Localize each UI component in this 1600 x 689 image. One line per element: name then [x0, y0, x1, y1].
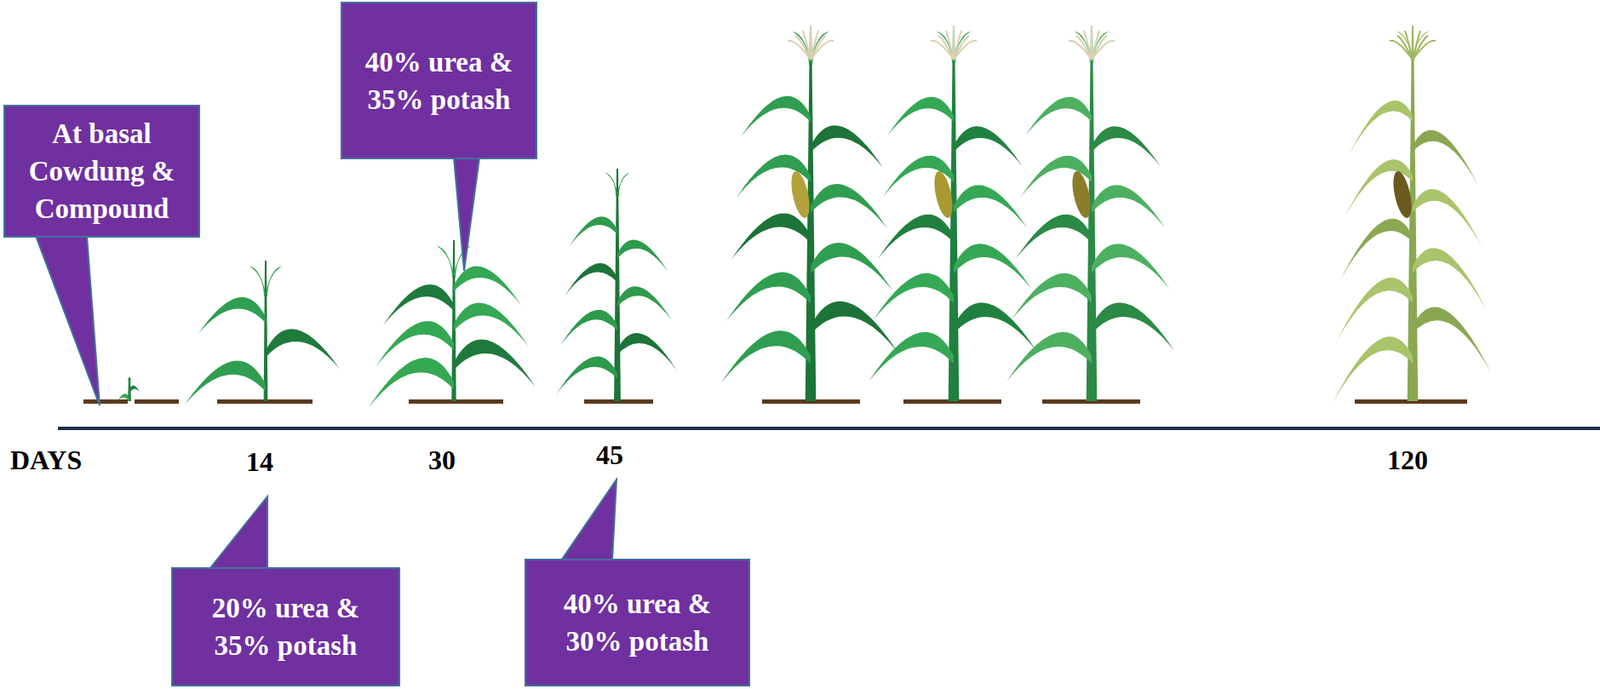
- callout-text: At basal Cowdung & Compound: [15, 114, 189, 228]
- maize-plant: [368, 240, 536, 408]
- day-mark: 14: [246, 446, 274, 477]
- soil-bar: [83, 399, 128, 404]
- callout-text: 20% urea & 35% potash: [183, 589, 389, 665]
- callout-box: 40% urea & 35% potash: [340, 1, 538, 160]
- callout-tail: [561, 479, 617, 561]
- callout-box: 40% urea & 30% potash: [524, 558, 751, 687]
- day-mark: 120: [1387, 444, 1428, 476]
- callout-tail: [453, 157, 480, 271]
- callout-tail: [35, 235, 100, 406]
- day-mark: 45: [596, 439, 624, 471]
- maize-plant: [721, 25, 898, 402]
- callout-box: At basal Cowdung & Compound: [3, 104, 201, 238]
- soil-bar: [134, 399, 179, 404]
- maize-plant: [556, 168, 677, 402]
- maize-plant: [868, 25, 1037, 402]
- callout-text: 40% urea & 35% potash: [352, 43, 526, 119]
- maize-plant: [1006, 25, 1175, 402]
- callout-box: 20% urea & 35% potash: [171, 567, 401, 687]
- timeline-axis: [57, 426, 1600, 431]
- maize-plant: [184, 260, 340, 405]
- day-mark: 30: [428, 444, 456, 476]
- maize-plant: [1331, 25, 1492, 405]
- maize-plants: [83, 25, 1492, 408]
- callout-text: 40% urea & 30% potash: [536, 584, 739, 660]
- callout-tail: [209, 496, 268, 569]
- maize-plant: [117, 377, 140, 402]
- axis-title: DAYS: [10, 444, 82, 476]
